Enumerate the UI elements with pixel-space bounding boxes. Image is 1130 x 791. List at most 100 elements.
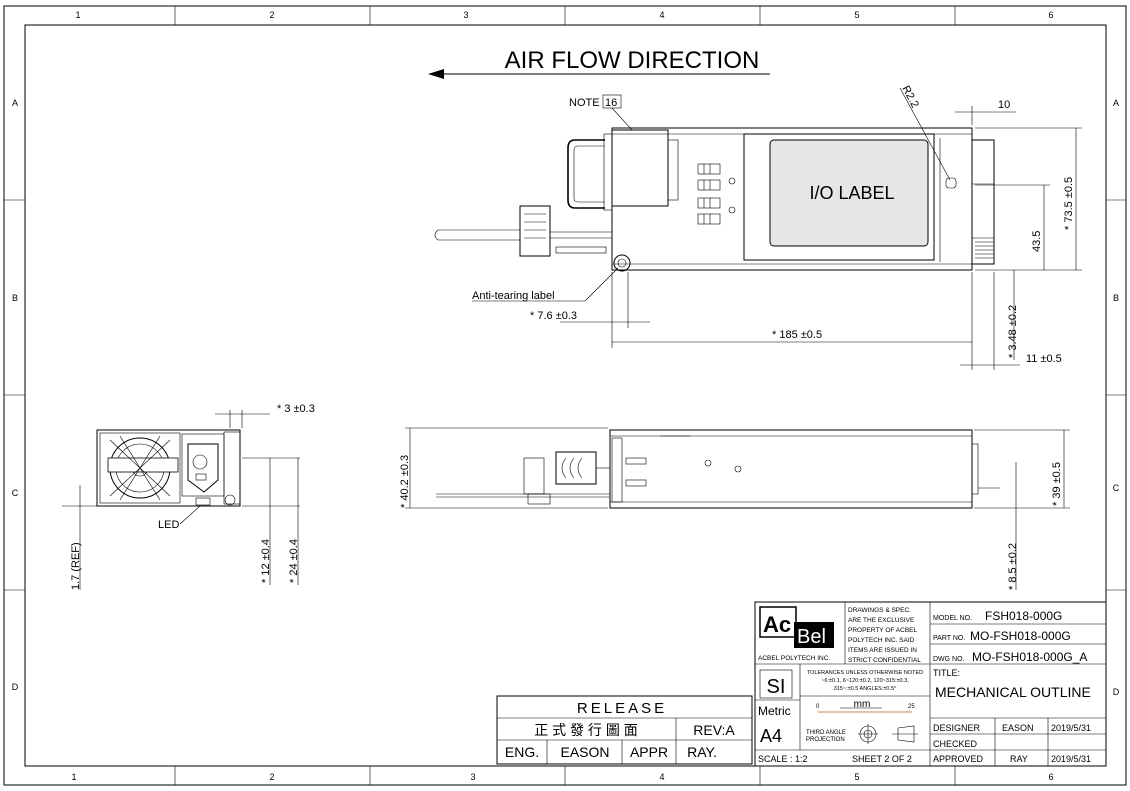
led-label: LED	[158, 519, 179, 531]
tolerance-line-3: 315~:±0.5 ANGLES:±0.5°	[834, 686, 897, 692]
row-label-a-right: A	[1113, 98, 1119, 108]
conf-line-1: DRAWINGS & SPEC.	[848, 607, 911, 614]
led-bulb-top	[613, 254, 631, 272]
conf-line-5: ITEMS ARE ISSUED IN	[848, 647, 917, 654]
conf-line-3: PROPERTY OF ACBEL	[848, 627, 918, 634]
dim-11: 11 ±0.5	[1026, 353, 1062, 365]
inner-border	[24, 24, 1107, 767]
front-view-dimensions: * 3 ±0.3 1.7 (REF) * 12 ±0.4 * 24 ±0.4 L…	[62, 403, 315, 590]
io-label-area	[743, 133, 935, 261]
checked-label: CHECKED	[933, 739, 978, 749]
io-label-text: I/O LABEL	[809, 183, 894, 203]
ac-inlet	[187, 443, 219, 493]
projection-cone-icon	[897, 725, 915, 743]
col-label-2: 2	[269, 10, 274, 20]
row-label-b: B	[12, 293, 18, 303]
model-value: FSH018-000G	[985, 609, 1062, 623]
side-handle	[555, 451, 597, 485]
dim-radius: R2.2	[899, 84, 921, 110]
acbel-logo-bel: Bel	[797, 626, 826, 648]
acbel-logo-ac: Ac	[763, 612, 791, 637]
psu-side-body	[609, 429, 973, 509]
dim-3-48: * 3.48 ±0.2	[1007, 305, 1019, 358]
col-label-6: 6	[1048, 10, 1053, 20]
col-label-1: 1	[75, 10, 80, 20]
release-chinese: 正 式 發 行 圖 面	[534, 722, 637, 738]
io-label-plate	[769, 139, 929, 247]
tolerance-line-1: TOLERANCES UNLESS OTHERWISE NOTED	[807, 670, 923, 676]
top-view-dimensions: R2.2 10 * 73.5 ±0.5 43.5 * 3.48 ±0.2 11 …	[472, 84, 1082, 370]
col-label-3: 3	[463, 10, 468, 20]
designer-label: DESIGNER	[933, 723, 981, 733]
col-label-3-bottom: 3	[470, 772, 475, 782]
air-flow-arrowhead	[428, 69, 444, 79]
dwg-value: MO-FSH018-000G_A	[972, 650, 1087, 664]
part-label: PART NO.	[933, 635, 965, 642]
row-label-d: D	[12, 682, 19, 692]
designer-date: 2019/5/31	[1051, 723, 1091, 733]
release-appr-name: RAY.	[687, 744, 717, 760]
note-label: NOTE	[569, 97, 600, 109]
latch-rod	[434, 229, 521, 241]
dim-7-6: * 7.6 ±0.3	[530, 310, 577, 322]
dwg-label: DWG NO.	[933, 656, 965, 663]
dim-40-2: * 40.2 ±0.3	[399, 455, 411, 508]
front-view	[96, 429, 241, 507]
row-label-c-right: C	[1113, 483, 1120, 493]
dim-12: * 12 ±0.4	[260, 539, 272, 583]
a4-label: A4	[760, 726, 782, 746]
company-name: ACBEL POLYTECH INC.	[758, 655, 830, 662]
conf-line-4: POLYTECH INC. SAID	[848, 637, 915, 644]
top-view: I/O LABEL	[434, 127, 995, 272]
scale-label: SCALE : 1:2	[758, 754, 808, 764]
metric-label: Metric	[758, 704, 791, 718]
projection-line-2: PROJECTION	[806, 737, 845, 743]
row-label-d-right: D	[1113, 687, 1120, 697]
dim-24: * 24 ±0.4	[288, 539, 300, 583]
approved-label: APPROVED	[933, 754, 984, 764]
col-label-2-bottom: 2	[269, 772, 274, 782]
release-appr-label: APPR	[630, 744, 668, 760]
conf-line-6: STRICT CONFIDENTIAL	[848, 657, 921, 664]
scale-0: 0	[816, 704, 820, 710]
dim-1-7-ref: 1.7 (REF)	[70, 542, 82, 590]
mm-label: mm	[854, 699, 871, 710]
part-value: MO-FSH018-000G	[970, 629, 1071, 643]
vent-slots	[697, 163, 736, 225]
model-label: MODEL NO.	[933, 615, 972, 622]
release-block: RELEASE 正 式 發 行 圖 面 REV:A ENG. EASON APP…	[496, 695, 753, 765]
dim-185: * 185 ±0.5	[772, 329, 822, 341]
si-label: SI	[767, 676, 786, 698]
grid-ticks	[4, 6, 1126, 785]
row-label-c: C	[12, 488, 19, 498]
dim-3: * 3 ±0.3	[277, 403, 315, 415]
side-view	[436, 429, 1000, 509]
approved-name: RAY	[1010, 754, 1028, 764]
rear-connector	[971, 139, 995, 265]
handle-block	[611, 129, 669, 207]
acbel-logo-box-bel	[794, 622, 834, 648]
release-eng-label: ENG.	[505, 744, 539, 760]
row-label-b-right: B	[1113, 293, 1119, 303]
release-rev: REV:A	[693, 722, 735, 738]
latch-knob	[519, 205, 551, 257]
designer-name: EASON	[1002, 723, 1034, 733]
release-eng-name: EASON	[560, 744, 609, 760]
dim-73-5: * 73.5 ±0.5	[1063, 177, 1075, 230]
col-label-1-bottom: 1	[71, 772, 76, 782]
handle-loop	[567, 139, 605, 209]
dim-10: 10	[998, 99, 1010, 111]
note-number: 16	[605, 97, 617, 109]
anti-tearing-label: Anti-tearing label	[472, 290, 555, 302]
title-block: Ac Bel ACBEL POLYTECH INC. DRAWINGS & SP…	[754, 601, 1107, 767]
sheet-label: SHEET 2 OF 2	[852, 754, 912, 764]
air-flow-title: AIR FLOW DIRECTION	[505, 47, 760, 74]
title-label: TITLE:	[933, 668, 960, 678]
side-view-dimensions: * 40.2 ±0.3 * 39 ±0.5 * 8.5 ±0.2	[399, 427, 1070, 590]
col-label-4: 4	[659, 10, 664, 20]
tolerance-line-2: ~6:±0.1, 6~120:±0.2, 120~315:±0.3,	[821, 678, 909, 684]
row-label-a: A	[12, 98, 18, 108]
release-title: RELEASE	[577, 700, 667, 717]
col-label-5: 5	[854, 10, 859, 20]
